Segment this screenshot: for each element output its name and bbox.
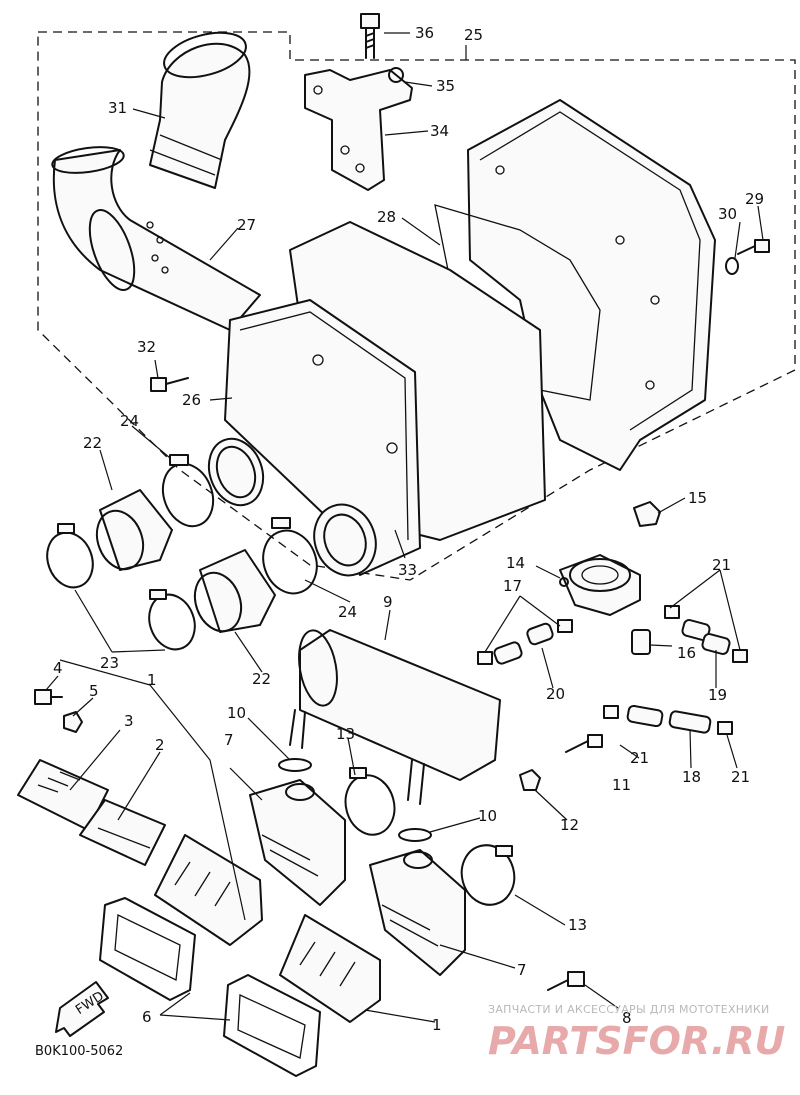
part-screw-4: [34, 689, 63, 705]
part-snorkel-27: [51, 146, 261, 331]
part-washer-5: [63, 711, 83, 733]
watermark-brand: PARTSFOR.RU: [488, 1019, 786, 1063]
callout-number-6: 6: [142, 1008, 152, 1026]
part-clamp-23: [46, 523, 196, 651]
callout-number-14: 14: [506, 554, 525, 572]
callout-number-13: 13: [336, 725, 355, 743]
callout-number-19: 19: [708, 686, 727, 704]
part-clamp-13: [344, 767, 516, 906]
part-bolt-36: [360, 13, 380, 59]
part-box-cover-28: [467, 99, 716, 471]
part-clamp-24-upper: [161, 454, 318, 595]
callout-number-17: 17: [503, 577, 522, 595]
part-plenum-9: [289, 629, 501, 805]
callout-number-10: 10: [478, 807, 497, 825]
part-reed-valve-2: [79, 799, 166, 866]
part-gasket-6: [99, 897, 321, 1077]
part-screw-32: [150, 377, 189, 392]
callout-number-36: 36: [415, 24, 434, 42]
callout-number-11: 11: [612, 776, 631, 794]
part-reed-block-1: [154, 834, 381, 1023]
callout-number-5: 5: [89, 682, 99, 700]
part-airbox-26: [224, 221, 546, 576]
part-bracket-34: [304, 67, 413, 191]
part-nut-12: [519, 769, 541, 791]
callout-number-7: 7: [224, 731, 234, 749]
callout-number-31: 31: [108, 99, 127, 117]
callout-number-22: 22: [252, 670, 271, 688]
callout-number-16: 16: [677, 644, 696, 662]
callout-number-23: 23: [100, 654, 119, 672]
part-reed-stopper-3: [17, 759, 109, 831]
callout-number-10: 10: [227, 704, 246, 722]
part-airbox-boots-33: [207, 437, 377, 577]
part-bolt-11: [565, 734, 603, 753]
callout-number-4: 4: [53, 659, 63, 677]
callout-number-3: 3: [124, 712, 134, 730]
callout-number-2: 2: [155, 736, 165, 754]
callout-number-26: 26: [182, 391, 201, 409]
callout-number-30: 30: [718, 205, 737, 223]
part-hoses: [477, 605, 748, 735]
part-bolt-8: [547, 971, 585, 991]
callout-number-9: 9: [383, 593, 393, 611]
diagram-code: B0K100-5062: [35, 1044, 123, 1059]
callout-number-21: 21: [630, 749, 649, 767]
assembly-boundary: [37, 31, 796, 581]
part-valve-14: [559, 554, 641, 616]
part-plug-16: [631, 629, 651, 655]
callout-number-33: 33: [398, 561, 417, 579]
part-oring-10: [278, 758, 432, 842]
callout-number-21: 21: [712, 556, 731, 574]
callout-number-8: 8: [622, 1009, 632, 1027]
callout-number-13: 13: [568, 916, 587, 934]
part-intake-duct-31: [149, 31, 251, 189]
callout-number-29: 29: [745, 190, 764, 208]
callout-number-27: 27: [237, 216, 256, 234]
callout-number-21: 21: [731, 768, 750, 786]
callout-number-35: 35: [436, 77, 455, 95]
callout-number-22: 22: [83, 434, 102, 452]
callout-number-34: 34: [430, 122, 449, 140]
watermark-text: ЗАПЧАСТИ И АКСЕССУАРЫ ДЛЯ МОТОТЕХНИКИ: [488, 1003, 770, 1016]
callout-number-7: 7: [517, 961, 527, 979]
fwd-arrow-icon: FWD: [55, 981, 109, 1037]
callout-number-24: 24: [338, 603, 357, 621]
callout-number-1: 1: [147, 671, 157, 689]
part-manifold-7: [249, 779, 466, 976]
callout-number-12: 12: [560, 816, 579, 834]
callout-number-24: 24: [120, 412, 139, 430]
part-carb-joint-22: [95, 489, 276, 633]
callout-number-15: 15: [688, 489, 707, 507]
callout-number-18: 18: [682, 768, 701, 786]
callout-number-20: 20: [546, 685, 565, 703]
leader-lines: [45, 32, 764, 1023]
callout-number-32: 32: [137, 338, 156, 356]
callout-number-1: 1: [432, 1016, 442, 1034]
part-bolt-29: [725, 239, 770, 275]
callout-number-28: 28: [377, 208, 396, 226]
callout-number-25: 25: [464, 26, 483, 44]
part-bolt-15: [633, 501, 661, 527]
